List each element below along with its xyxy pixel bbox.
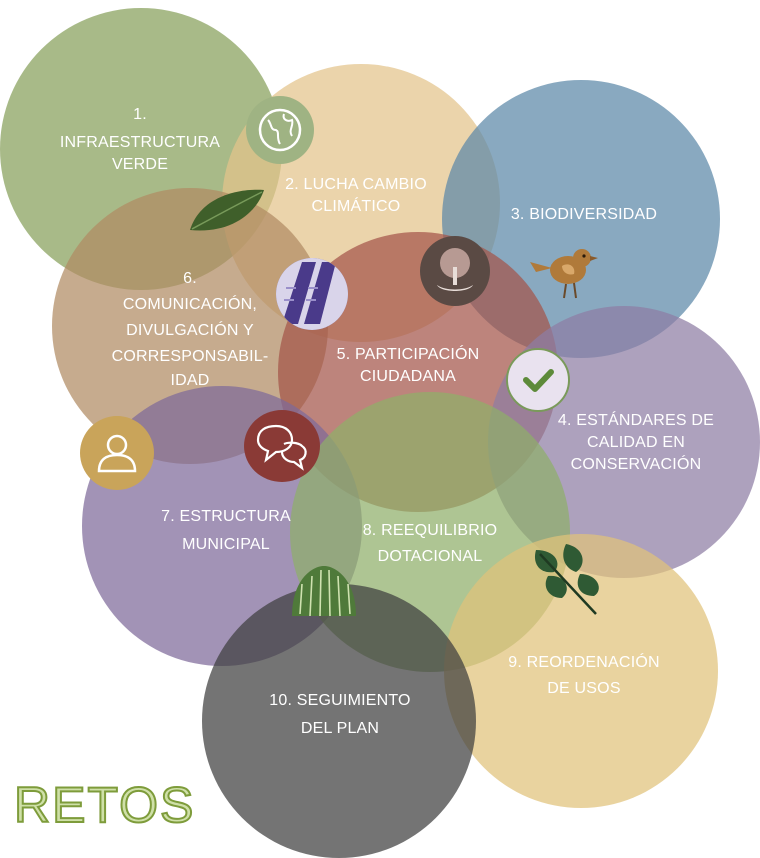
solar-panels-icon (276, 258, 348, 330)
leaf-icon (186, 184, 268, 238)
label-comunicacion: 6. COMUNICACIÓN, DIVULGACIÓN Y CORRESPON… (111, 270, 269, 389)
willow-tree-icon (288, 564, 360, 620)
label-reequilibrio-dotacional: 8. REEQUILIBRIO DOTACIONAL (362, 522, 498, 565)
checkmark-icon (506, 348, 570, 412)
plant-leaf-icon (526, 540, 610, 616)
label-lucha-cambio-climatico: 2. LUCHA CAMBIO CLIMÁTICO (285, 176, 427, 215)
label-estandares-calidad: 4. ESTÁNDARES DE CALIDAD EN CONSERVACIÓN (557, 412, 715, 473)
speech-bubbles-icon (244, 410, 320, 482)
tree-hand-icon (420, 236, 490, 306)
label-estructura-municipal: 7. ESTRUCTURA MUNICIPAL (161, 508, 291, 553)
label-biodiversidad: 3. BIODIVERSIDAD (510, 206, 658, 223)
label-reordenacion-usos: 9. REORDENACIÓN DE USOS (508, 654, 660, 697)
circle-seguimiento-plan (202, 584, 476, 858)
globe-icon (246, 96, 314, 164)
label-participacion-ciudadana: 5. PARTICIPACIÓN CIUDADANA (336, 346, 480, 385)
retos-title: RETOS (13, 776, 196, 834)
user-icon (80, 416, 154, 490)
label-infraestructura-verde: 1. INFRAESTRUCTURA VERDE (59, 106, 221, 173)
label-seguimiento-plan: 10. SEGUIMIENTO DEL PLAN (269, 692, 411, 737)
bird-icon (528, 240, 600, 302)
